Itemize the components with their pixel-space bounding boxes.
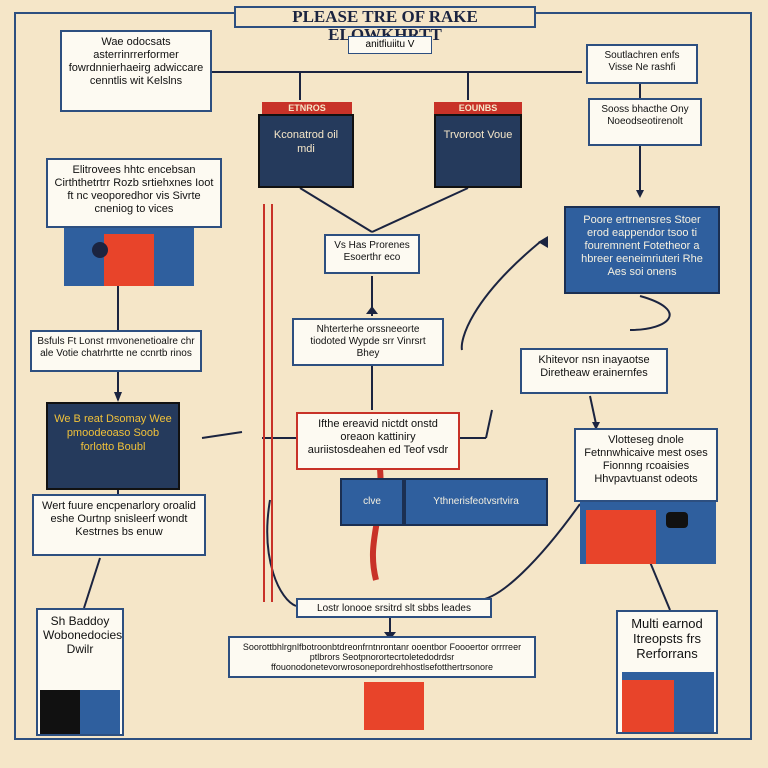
right-blue-box: Poore ertrnensres Stoer erod eappendor t… — [564, 206, 720, 294]
arrow-head — [114, 392, 122, 402]
top-left-box: Wae odocsats asterrinrrerformer fowrdnni… — [60, 30, 212, 112]
person-illustration — [64, 228, 194, 286]
arrow-head — [538, 236, 548, 248]
page-subtitle: anitfiuiitu V — [348, 36, 432, 54]
connector — [299, 187, 373, 233]
center-left-dark-box: Kconatrod oil mdi — [258, 114, 354, 188]
connector — [460, 241, 541, 351]
dark-shape — [666, 512, 688, 528]
blue-banner-left: clve — [340, 478, 404, 526]
connector — [649, 561, 671, 611]
left-dark-box: We B reat Dsomay Wee pmoodeoaso Soob for… — [46, 402, 180, 490]
tag-left: ETNROS — [262, 102, 352, 116]
person-illustration — [580, 502, 716, 564]
shirt-shape — [586, 510, 656, 564]
mid-small-box: Vs Has Prorenes Esoerthr eco — [324, 234, 420, 274]
left-list-box: Bsfuls Ft Lonst rmvonenetioalre chr ale … — [30, 330, 202, 372]
bottom-center-box: Lostr lonooe srsitrd slt sbbs leades — [296, 598, 492, 618]
dark-shape — [92, 242, 108, 258]
connector — [371, 187, 469, 233]
connector — [266, 499, 297, 607]
bottom-wide-box: Soorottbhlrgnlfbotroonbtdreonfrntnrontan… — [228, 636, 536, 678]
center-right-dark-box: Trvoroot Voue — [434, 114, 522, 188]
dark-shape — [40, 690, 80, 734]
left-bottom-text-box: Wert fuure encpenarlory oroalid eshe Our… — [32, 494, 206, 556]
shirt-shape — [104, 234, 154, 286]
person-illustration — [40, 690, 120, 734]
shirt-shape — [364, 682, 424, 730]
top-right-box-1: Soutlachren enfs Visse Ne rashfi — [586, 44, 698, 84]
top-right-box-2: Sooss bhacthe Ony Noeodseotirenolt — [588, 98, 702, 146]
shirt-shape — [622, 680, 674, 732]
connector — [485, 409, 493, 439]
arrow-head — [592, 422, 600, 430]
page-title: PLEASE TRE OF RAKE ELOWKHRTT — [234, 6, 536, 44]
blue-banner-right: Ythnerisfeotvsrtvira — [404, 478, 548, 526]
tag-right: EOUNBS — [434, 102, 522, 116]
connector — [83, 557, 101, 609]
connector — [629, 295, 671, 331]
center-red-box: Ifthe ereavid nictdt onstd oreaon kattin… — [296, 412, 460, 470]
connector — [589, 395, 597, 425]
arrow-head — [366, 306, 378, 314]
right-note-box: Khitevor nsn inayaotse Diretheaw erainer… — [520, 348, 668, 394]
mid-main-box: Nhterterhe orssneeorte tiodoted Wypde sr… — [292, 318, 444, 366]
arrow-head — [636, 190, 644, 198]
left-panel-box: Elitrovees hhtc encebsan Cirththetrtrr R… — [46, 158, 222, 228]
person-illustration — [622, 672, 714, 732]
right-middle-box: Vlotteseg dnole Fetnnwhicaive mest oses … — [574, 428, 718, 502]
connector — [201, 431, 243, 439]
person-illustration — [350, 678, 436, 730]
